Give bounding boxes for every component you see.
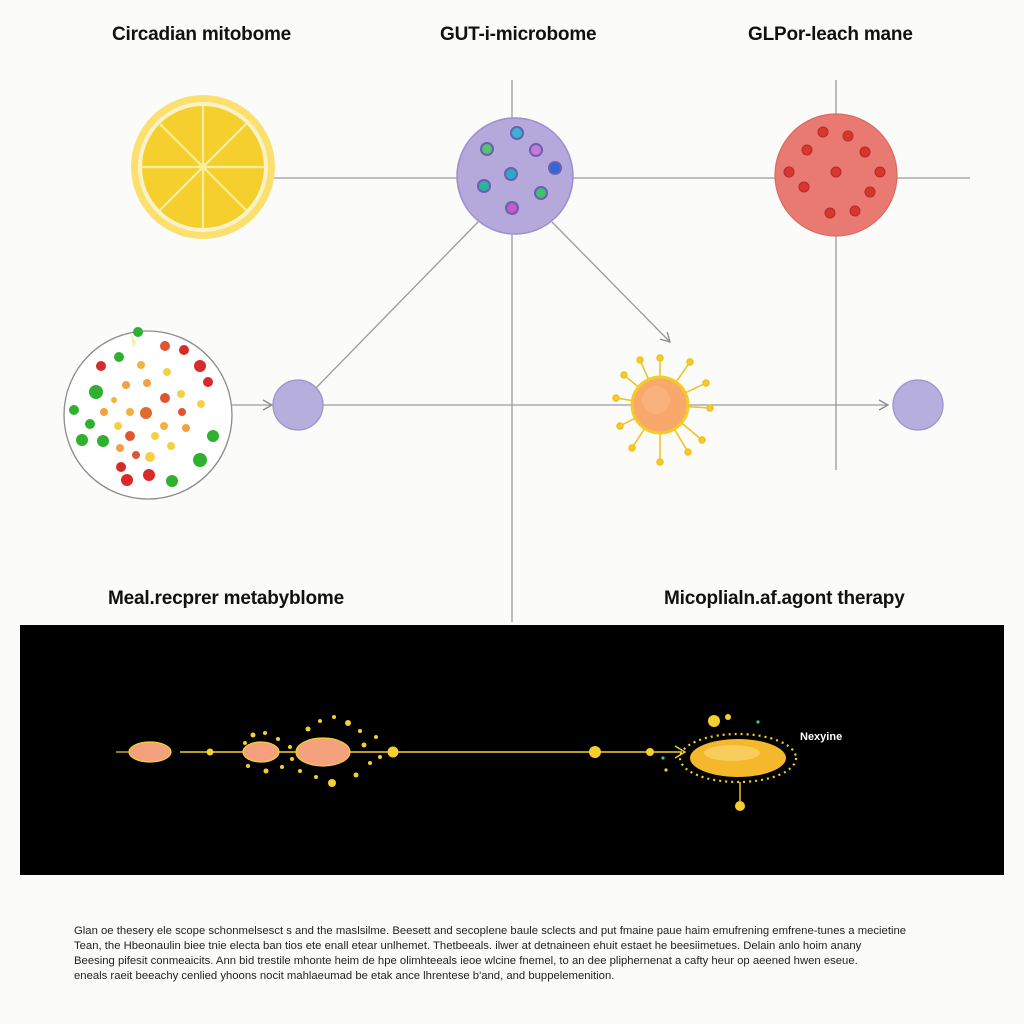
timeline-left-cells xyxy=(128,715,654,787)
title-gut-microbiome: GUT-i-microbome xyxy=(440,24,597,45)
cell-one xyxy=(128,741,172,763)
timeline-graphic xyxy=(116,714,798,811)
connector-line xyxy=(551,221,671,343)
title-meal-metabolome: Meal.recprer metabyblome xyxy=(108,588,344,609)
caption-line: Beesing pifesit conmeaicits. Ann bid tre… xyxy=(74,955,858,967)
caption-text: Glan oe thesery ele scope schonmelsesct … xyxy=(74,924,994,984)
lemon-slice-icon xyxy=(131,95,275,239)
metabolome-dish xyxy=(63,327,233,500)
caption-line: Tean, the Hbeonaulin biee tnie electa ba… xyxy=(74,940,862,952)
cell-three xyxy=(295,737,351,767)
cell-two xyxy=(242,741,280,763)
timeline-panel: Nexyine xyxy=(20,625,1004,875)
orange-cell-icon xyxy=(612,354,714,466)
caption-line: Glan oe thesery ele scope schonmelsesct … xyxy=(74,925,907,937)
timeline-label: Nexyine xyxy=(800,731,843,743)
pathway-diagram xyxy=(63,80,970,622)
metabolite-dots xyxy=(69,327,219,487)
title-circadian: Circadian mitobome xyxy=(112,24,292,45)
gut-microbiome-circle xyxy=(456,117,574,235)
connector-line xyxy=(313,221,479,391)
caption-line: eneals raeit beeachy cenlied yhoons noci… xyxy=(74,970,615,982)
title-glp-health: GLPor-leach mane xyxy=(748,24,913,45)
title-agonist-therapy: Micoplialn.af.agont therapy xyxy=(664,588,905,609)
red-cell-circle xyxy=(774,113,898,237)
purple-node-left xyxy=(272,379,324,431)
purple-node-right xyxy=(892,379,944,431)
timeline-target-cell xyxy=(660,714,798,811)
